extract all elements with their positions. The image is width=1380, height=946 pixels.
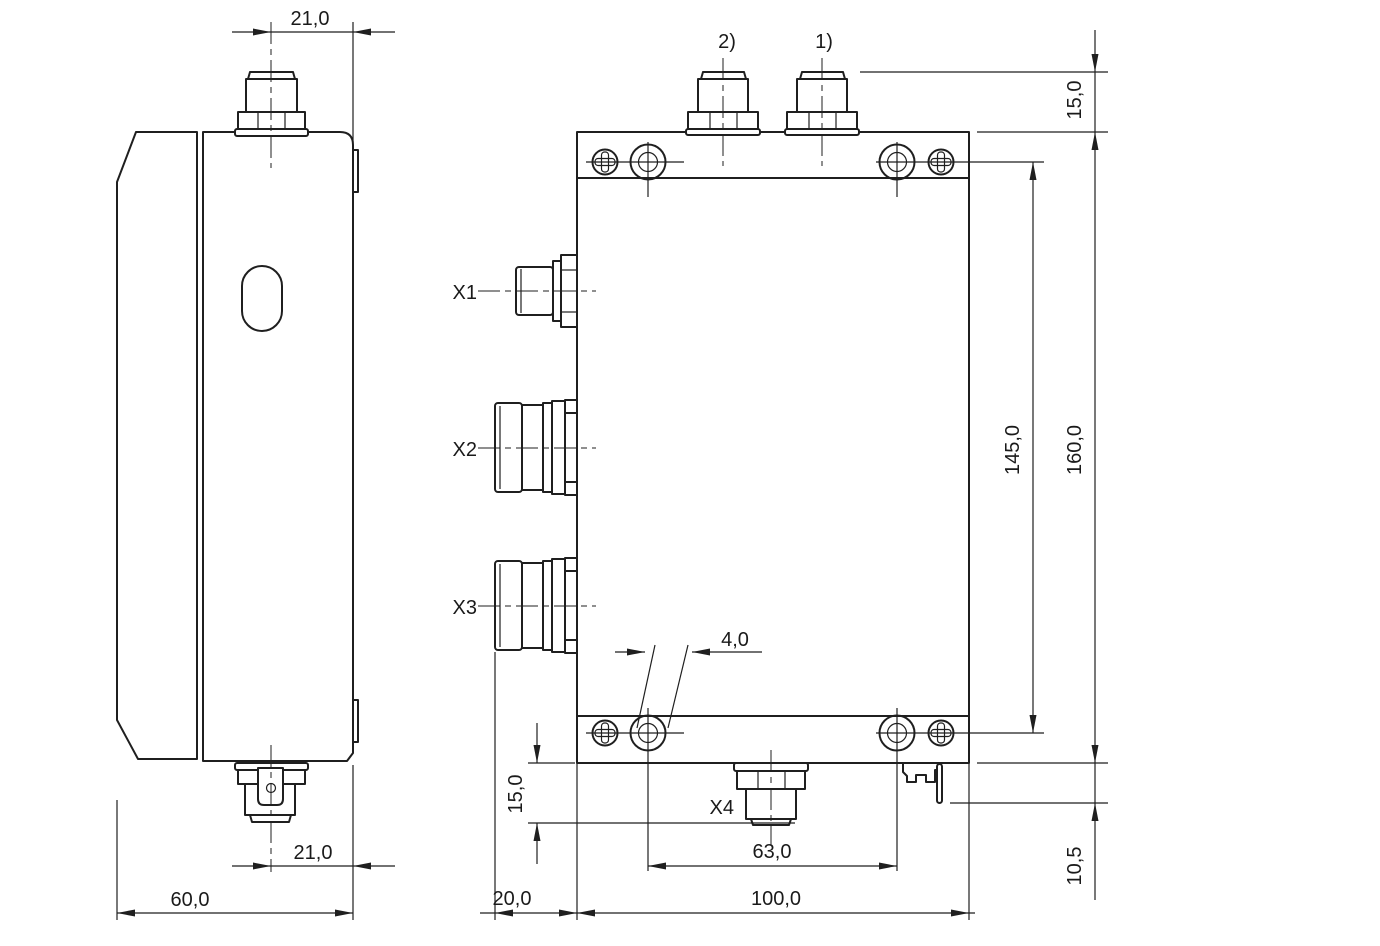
connector-flange-notch-top bbox=[564, 399, 578, 414]
svg-text:60,0: 60,0 bbox=[171, 889, 210, 911]
dimensions: 21,0 21,0 60,0 bbox=[116, 8, 1108, 920]
dim-front-bottom-chain: 20,0 100,0 bbox=[480, 652, 975, 920]
dim-top-connector-15: 15,0 bbox=[1064, 81, 1086, 120]
connector-cap bbox=[249, 814, 292, 823]
mounting-hole-top-left bbox=[586, 142, 684, 197]
side-mounting-plate bbox=[116, 131, 198, 760]
svg-text:145,0: 145,0 bbox=[1002, 425, 1024, 475]
dim-housing-height-160: 160,0 bbox=[1064, 425, 1086, 475]
labels: X1 X2 X3 X4 2) 1) bbox=[453, 31, 833, 819]
svg-text:63,0: 63,0 bbox=[753, 841, 792, 863]
dim-front-63: 63,0 bbox=[648, 841, 897, 870]
dim-side-top-21: 21,0 bbox=[232, 8, 395, 150]
connector-flange-notch-bottom bbox=[564, 639, 578, 654]
mounting-hole-bottom-left bbox=[586, 708, 684, 871]
dim-front-145: 145,0 bbox=[1002, 162, 1037, 733]
label-note1: 1) bbox=[815, 31, 833, 53]
side-housing bbox=[116, 131, 359, 762]
side-oval-cutout bbox=[241, 265, 283, 332]
side-body bbox=[202, 131, 354, 762]
svg-text:4,0: 4,0 bbox=[721, 629, 749, 651]
svg-text:21,0: 21,0 bbox=[294, 842, 333, 864]
dim-100: 100,0 bbox=[751, 888, 801, 910]
label-x3: X3 bbox=[453, 597, 477, 619]
side-tab-top bbox=[352, 149, 359, 193]
dim-front-x4-15: 15,0 bbox=[505, 723, 795, 864]
din-clip bbox=[902, 762, 943, 804]
front-body bbox=[576, 131, 970, 764]
dim-side-60: 60,0 bbox=[116, 800, 353, 920]
svg-text:15,0: 15,0 bbox=[505, 775, 527, 814]
dim-clip-10-5: 10,5 bbox=[1064, 847, 1086, 886]
side-tab-bottom bbox=[352, 699, 359, 743]
mounting-hole-bottom-right bbox=[876, 708, 1044, 871]
connector-flange-notch-bottom bbox=[564, 481, 578, 496]
connector-flange-notch-top bbox=[564, 557, 578, 572]
front-view bbox=[478, 58, 1044, 871]
mounting-hole-top-right bbox=[876, 142, 1044, 197]
dim-front-slot-4: 4,0 bbox=[615, 629, 762, 729]
clip-hook bbox=[936, 763, 943, 804]
dim-20: 20,0 bbox=[493, 888, 532, 910]
side-view bbox=[116, 22, 359, 872]
label-x1: X1 bbox=[453, 282, 477, 304]
svg-text:21,0: 21,0 bbox=[291, 8, 330, 30]
dim-side-bottom-21: 21,0 bbox=[232, 765, 395, 920]
label-x4: X4 bbox=[710, 797, 734, 819]
clip-body bbox=[902, 762, 939, 783]
label-x2: X2 bbox=[453, 439, 477, 461]
dim-front-right-chain: 15,0 160,0 10,5 bbox=[860, 30, 1108, 900]
label-note2: 2) bbox=[718, 31, 736, 53]
